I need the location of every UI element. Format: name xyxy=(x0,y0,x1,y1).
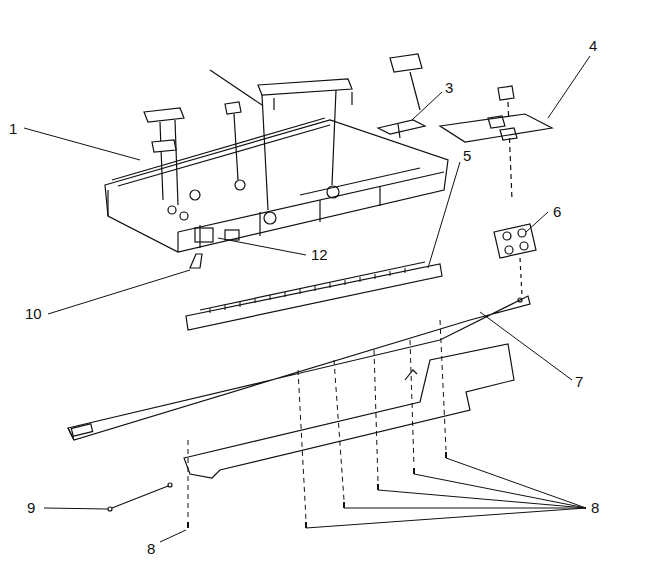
callout-number: 8 xyxy=(146,541,156,556)
callout-number: 1 xyxy=(8,121,18,136)
callout-number: 8 xyxy=(590,500,600,515)
callout-number: 12 xyxy=(310,247,329,262)
leader-lines xyxy=(24,56,590,542)
circuit-board xyxy=(184,344,514,478)
callout-number: 6 xyxy=(552,204,562,219)
callout-number: 4 xyxy=(588,38,598,53)
switch-plate xyxy=(494,224,536,296)
sub-plate xyxy=(440,114,552,142)
keyboard-tray xyxy=(105,118,448,268)
bracket xyxy=(378,120,425,138)
callout-number: 3 xyxy=(444,80,454,95)
assembly-lines xyxy=(188,320,446,520)
callout-number: 5 xyxy=(462,148,472,163)
contact-strip xyxy=(186,262,442,330)
callout-number: 10 xyxy=(24,306,43,321)
callout-number: 7 xyxy=(574,374,584,389)
screws xyxy=(188,452,446,528)
callout-number: 9 xyxy=(26,500,36,515)
ground-wire xyxy=(108,483,172,511)
